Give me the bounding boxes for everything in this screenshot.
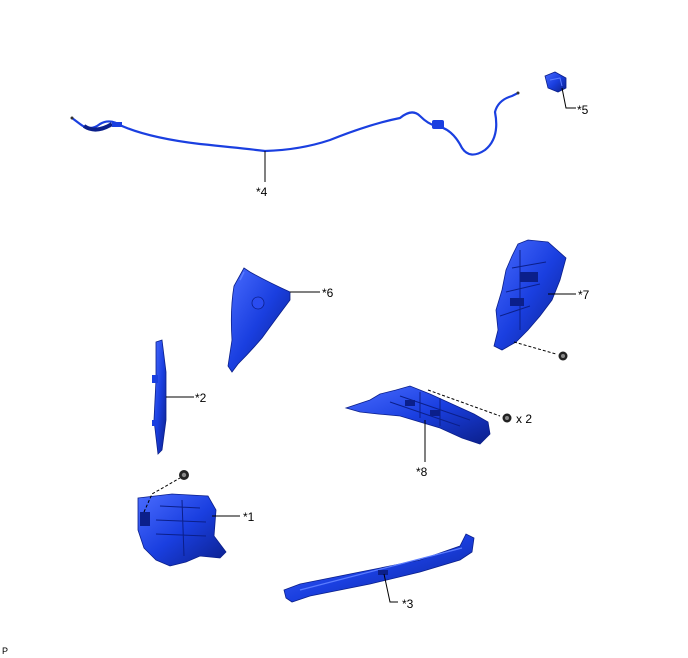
- callout-label-1: *1: [243, 510, 255, 524]
- corner-mark: P: [2, 646, 9, 656]
- leader-3: [383, 573, 398, 603]
- leader-5: [561, 87, 576, 109]
- callout-label-2: *2: [195, 391, 207, 405]
- panel-part-6: [227, 267, 291, 373]
- screw-icon-1: [179, 470, 189, 480]
- cable-part-4: [70, 91, 520, 156]
- assembly-part-7: [493, 239, 567, 351]
- strip-part-2: [152, 339, 167, 455]
- callout-label-7: *7: [578, 288, 590, 302]
- clip-part-5: [544, 71, 567, 93]
- screw-icon-8: [502, 413, 512, 423]
- panel-part-1: [137, 493, 227, 567]
- sill-part-3: [283, 533, 475, 603]
- callout-label-4: *4: [256, 185, 268, 199]
- screw-dash-8: [427, 389, 501, 417]
- callout-label-5: *5: [577, 103, 589, 117]
- screw-icon-7: [558, 351, 568, 361]
- screw-dash-7: [513, 341, 557, 355]
- bracket-part-8: [344, 385, 491, 445]
- callout-label-8: *8: [416, 465, 428, 479]
- callout-label-3: *3: [402, 597, 414, 611]
- callout-label-6: *6: [322, 286, 334, 300]
- quantity-label: x 2: [516, 412, 533, 426]
- screw-dash-1: [143, 477, 181, 513]
